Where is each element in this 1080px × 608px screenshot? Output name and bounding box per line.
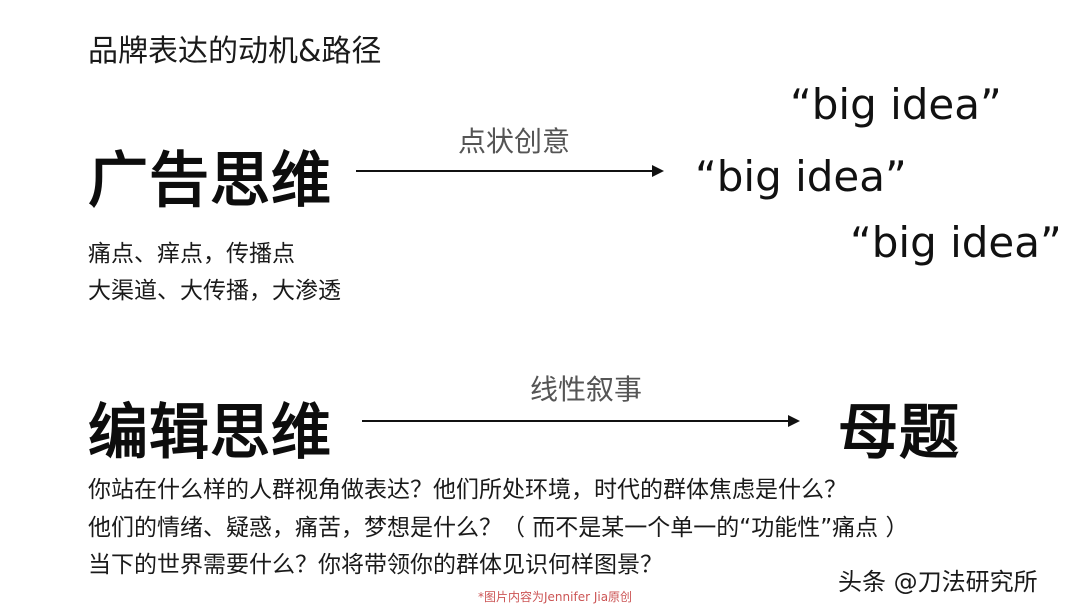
footnote: *图片内容为Jennifer Jia原创 bbox=[478, 590, 633, 604]
editorial-target: 母题 bbox=[838, 398, 960, 468]
advertising-line-2: 大渠道、大传播，大渗透 bbox=[88, 278, 341, 304]
editorial-arrow-label: 线性叙事 bbox=[530, 373, 643, 406]
arrow-right-icon bbox=[788, 415, 800, 427]
arrow-right-icon bbox=[652, 165, 664, 177]
advertising-arrow-label: 点状创意 bbox=[458, 125, 571, 158]
advertising-heading: 广告思维 bbox=[88, 146, 332, 216]
big-idea-top: “big idea” bbox=[790, 80, 1002, 129]
editorial-heading: 编辑思维 bbox=[88, 398, 332, 468]
editorial-line-2: 他们的情绪、疑惑，痛苦，梦想是什么？（ 而不是某一个单一的“功能性”痛点 ） bbox=[88, 515, 909, 541]
advertising-arrow-line bbox=[356, 170, 652, 172]
editorial-arrow-line bbox=[362, 420, 788, 422]
editorial-line-1: 你站在什么样的人群视角做表达？他们所处环境，时代的群体焦虑是什么？ bbox=[88, 477, 847, 503]
editorial-line-3: 当下的世界需要什么？你将带领你的群体见识何样图景？ bbox=[88, 552, 663, 578]
page-title: 品牌表达的动机&路径 bbox=[88, 34, 382, 69]
big-idea-bottom: “big idea” bbox=[850, 218, 1062, 267]
big-idea-middle: “big idea” bbox=[695, 152, 907, 201]
watermark: 头条 @刀法研究所 bbox=[838, 568, 1038, 596]
advertising-line-1: 痛点、痒点，传播点 bbox=[88, 241, 295, 267]
